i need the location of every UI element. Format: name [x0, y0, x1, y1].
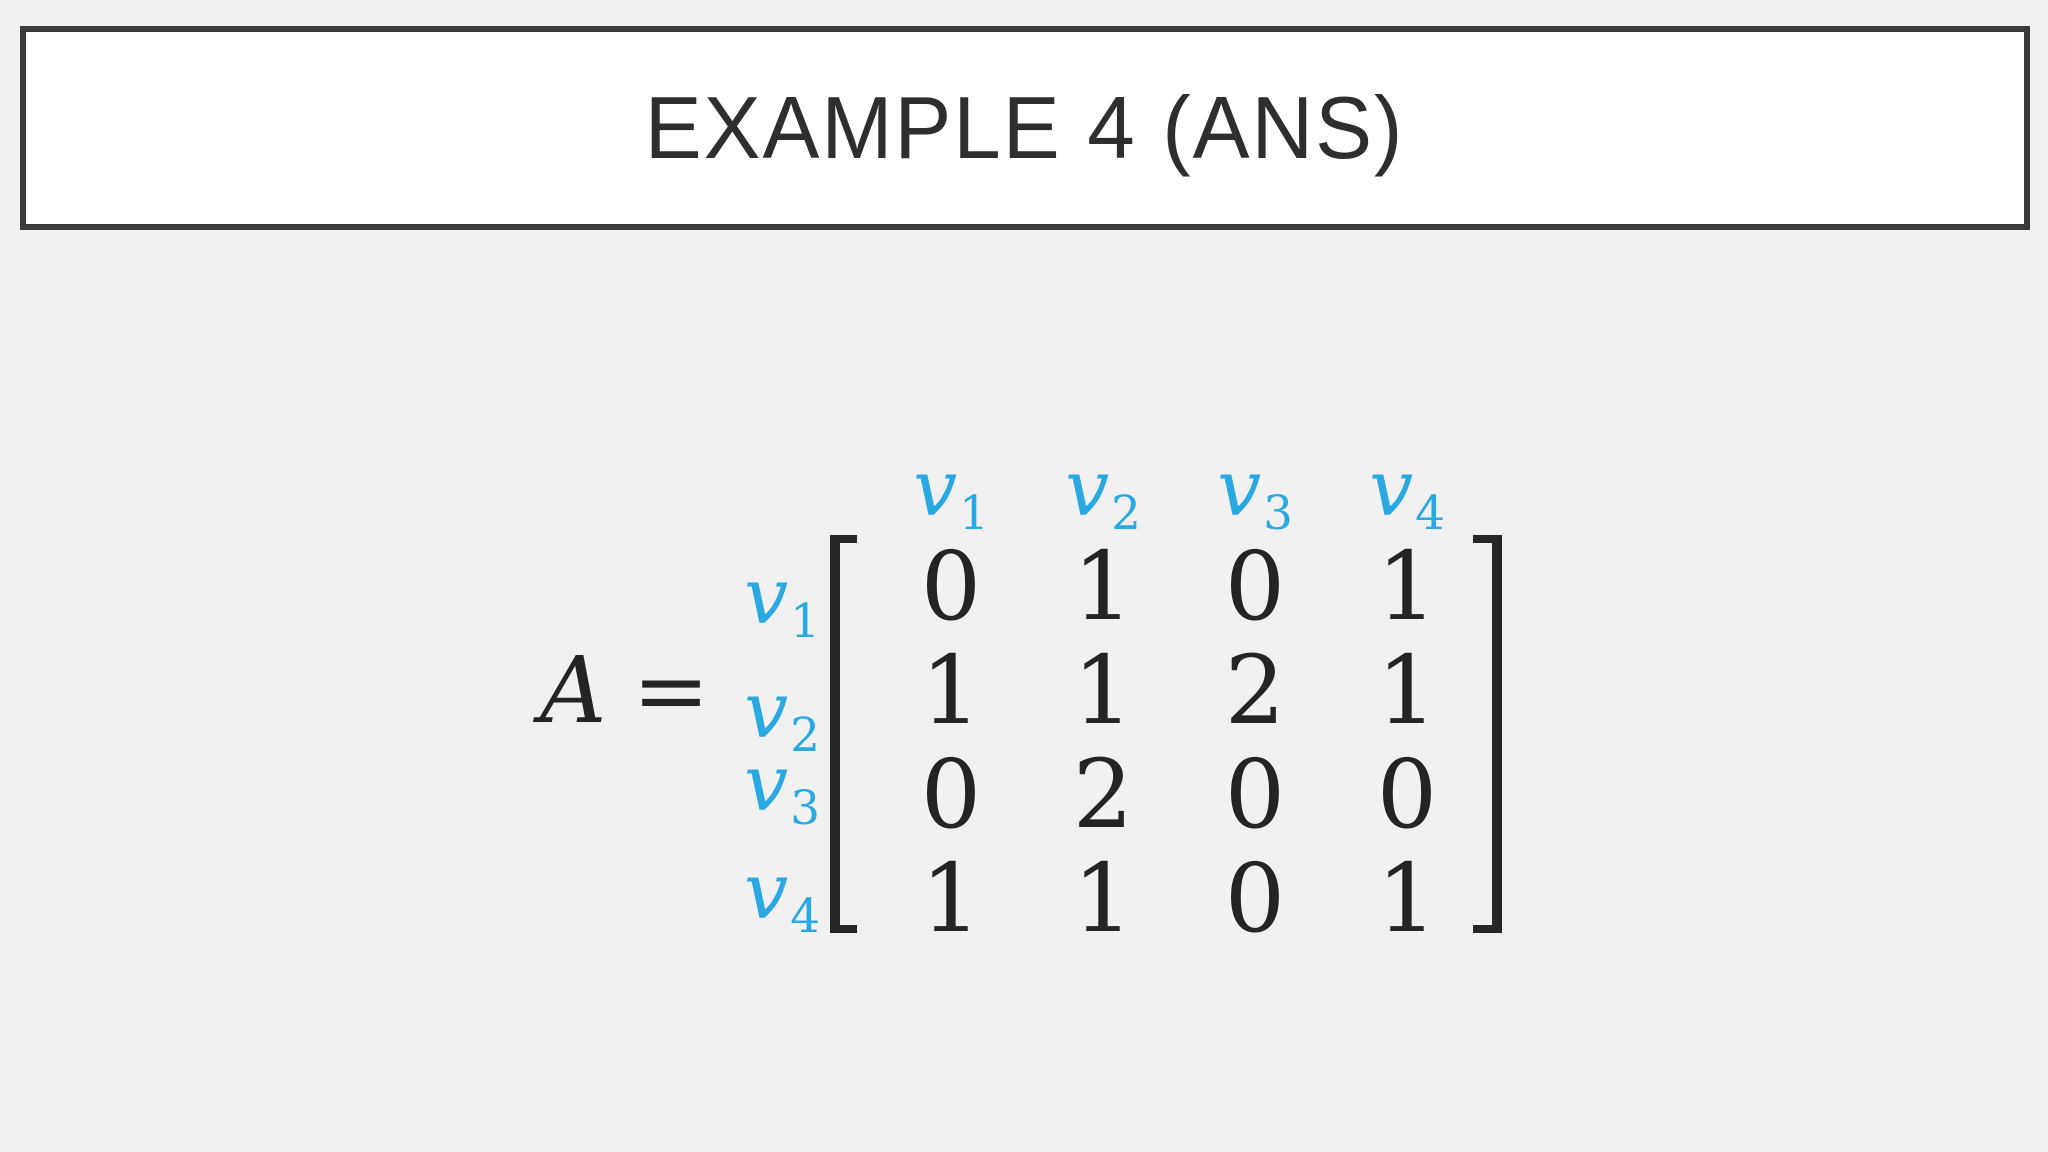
row-label-v3: v3	[690, 745, 820, 848]
matrix-cell: 2	[1072, 740, 1134, 850]
row-label-v1: v1	[690, 558, 820, 661]
matrix-cell: 1	[920, 636, 982, 746]
col-label-v4-base: v	[1369, 444, 1414, 534]
matrix-cell: 0	[920, 740, 982, 850]
col-label-v3-base: v	[1217, 444, 1262, 534]
col-label-v1-sub: 1	[959, 487, 989, 542]
row-label-v3-base: v	[744, 739, 789, 829]
right-bracket	[1473, 535, 1502, 933]
matrix-cell: 1	[920, 844, 982, 954]
row-label-v2-base: v	[744, 666, 789, 756]
matrix-cell: 0	[1224, 532, 1286, 642]
row-label-v3-sub: 3	[790, 782, 820, 837]
matrix-cell: 1	[1376, 636, 1438, 746]
row-label-v4-sub: 4	[790, 890, 820, 945]
slide-title: EXAMPLE 4 (ANS)	[645, 78, 1405, 177]
title-box: EXAMPLE 4 (ANS)	[20, 26, 2030, 230]
matrix-cell: 1	[1072, 532, 1134, 642]
matrix-symbol: A	[540, 637, 607, 744]
col-label-v1-base: v	[913, 444, 958, 534]
matrix-cell: 1	[1376, 844, 1438, 954]
row-label-v1-sub: 1	[790, 595, 820, 650]
adjacency-matrix-expression: A= v1 v2 v3 v4 v1 v2 v3 v4 0 1	[540, 450, 1550, 970]
row-label-v2-sub: 2	[790, 709, 820, 764]
matrix-cell: 0	[1224, 844, 1286, 954]
matrix-cell: 0	[920, 532, 982, 642]
matrix-cell: 1	[1376, 532, 1438, 642]
row-label-v1-base: v	[744, 552, 789, 642]
matrix-cells: 0 1 0 1 1 1 2 1 0 2 0 0 1 1 0 1	[875, 535, 1483, 951]
matrix-cell: 0	[1224, 740, 1286, 850]
matrix-cell: 1	[1072, 844, 1134, 954]
matrix-cell: 2	[1224, 636, 1286, 746]
row-label-v4-base: v	[744, 847, 789, 937]
col-label-v2-base: v	[1065, 444, 1110, 534]
col-label-v2-sub: 2	[1111, 487, 1141, 542]
row-label-v4: v4	[690, 853, 820, 956]
left-bracket	[830, 535, 857, 933]
col-label-v4-sub: 4	[1415, 487, 1445, 542]
matrix-cell: 0	[1376, 740, 1438, 850]
matrix-lhs: A=	[540, 645, 710, 737]
row-label-v2: v2	[690, 672, 820, 775]
col-label-v4: v4	[1331, 450, 1483, 553]
equals-sign: =	[632, 637, 710, 744]
col-label-v2: v2	[1027, 450, 1179, 553]
matrix-cell: 1	[1072, 636, 1134, 746]
col-label-v3-sub: 3	[1263, 487, 1293, 542]
col-label-v3: v3	[1179, 450, 1331, 553]
col-label-v1: v1	[875, 450, 1027, 553]
